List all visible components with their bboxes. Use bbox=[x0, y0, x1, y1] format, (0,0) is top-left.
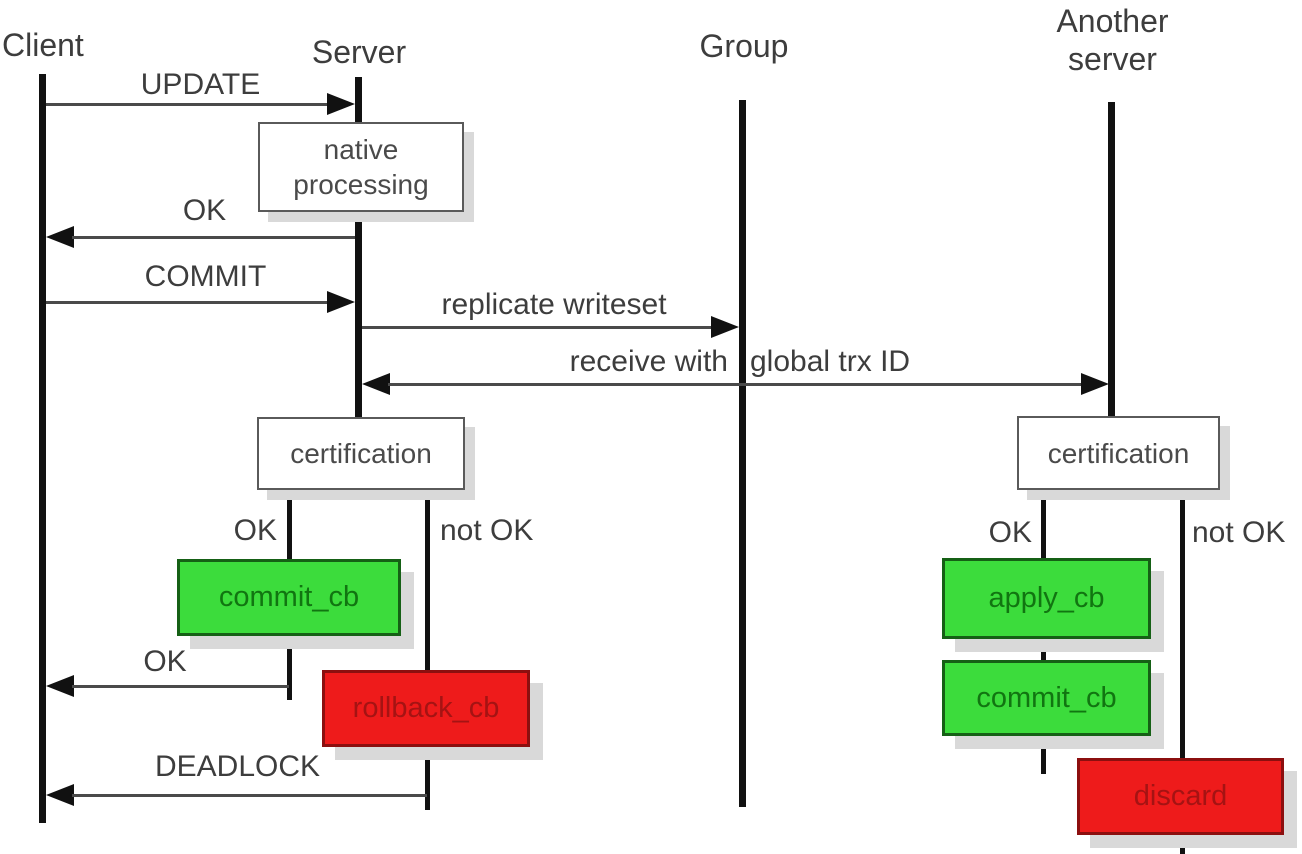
message-receive-with-label: receive with bbox=[569, 345, 728, 378]
box-certification-another: certification bbox=[1017, 416, 1220, 490]
branch-label-server-not-ok: not OK bbox=[440, 514, 534, 547]
lifeline-label-client: Client bbox=[2, 27, 84, 63]
message-commit-line bbox=[46, 301, 327, 304]
box-native-processing: native processing bbox=[258, 122, 464, 212]
branch-label-server-ok: OK bbox=[233, 514, 277, 547]
message-commit-label: COMMIT bbox=[144, 260, 267, 293]
message-deadlock-label: DEADLOCK bbox=[154, 750, 321, 783]
message-ok-native-label: OK bbox=[182, 194, 227, 227]
message-receive-line bbox=[388, 383, 1084, 386]
arrowhead-right-icon bbox=[327, 93, 355, 115]
message-deadlock-line bbox=[72, 794, 427, 797]
message-ok-native-line bbox=[72, 236, 355, 239]
message-replicate-label: replicate writeset bbox=[441, 288, 667, 321]
arrowhead-right-icon bbox=[1081, 373, 1109, 395]
lifeline-client bbox=[39, 74, 46, 823]
rollback-cb-server-label: rollback_cb bbox=[352, 692, 500, 725]
lifeline-label-group: Group bbox=[699, 28, 789, 64]
lifeline-label-server: Server bbox=[311, 34, 407, 70]
branch-label-another-not-ok: not OK bbox=[1192, 516, 1286, 549]
certification-server-label: certification bbox=[290, 438, 432, 469]
discard-label: discard bbox=[1133, 780, 1228, 813]
arrowhead-right-icon bbox=[327, 291, 355, 313]
arrowhead-left-icon bbox=[46, 226, 74, 248]
message-ok-commit-line bbox=[72, 685, 289, 688]
branch-label-another-ok: OK bbox=[988, 516, 1032, 549]
native-processing-line2: processing bbox=[293, 169, 429, 200]
apply-cb-label: apply_cb bbox=[988, 582, 1105, 615]
commit-cb-another-label: commit_cb bbox=[976, 681, 1117, 714]
branch-line-another-not-ok bbox=[1180, 487, 1185, 854]
box-discard: discard bbox=[1077, 758, 1284, 835]
arrowhead-left-icon bbox=[46, 784, 74, 806]
box-commit-cb-another: commit_cb bbox=[942, 660, 1151, 736]
another-server-line1: Another bbox=[1056, 3, 1169, 39]
box-certification-server: certification bbox=[257, 417, 465, 490]
arrowhead-right-icon bbox=[711, 316, 739, 338]
message-ok-commit-label: OK bbox=[143, 645, 187, 678]
lifeline-group bbox=[739, 100, 746, 807]
message-replicate-line bbox=[362, 326, 712, 329]
lifeline-another-server bbox=[1108, 102, 1115, 416]
certification-another-label: certification bbox=[1047, 437, 1190, 469]
message-update-line bbox=[46, 103, 329, 106]
native-processing-line1: native bbox=[323, 134, 399, 165]
branch-line-server-not-ok bbox=[425, 487, 430, 810]
box-rollback-cb-server: rollback_cb bbox=[322, 670, 530, 747]
commit-cb-server-label: commit_cb bbox=[218, 581, 360, 614]
arrowhead-left-icon bbox=[362, 373, 390, 395]
message-update-label: UPDATE bbox=[140, 68, 261, 101]
message-global-trx-label: global trx ID bbox=[750, 345, 911, 378]
lifeline-label-another-server: Another server bbox=[1040, 2, 1185, 79]
box-apply-cb: apply_cb bbox=[942, 558, 1151, 639]
another-server-line2: server bbox=[1068, 41, 1157, 78]
lifeline-server bbox=[355, 77, 362, 417]
box-commit-cb-server: commit_cb bbox=[177, 559, 401, 636]
arrowhead-left-icon bbox=[46, 675, 74, 697]
